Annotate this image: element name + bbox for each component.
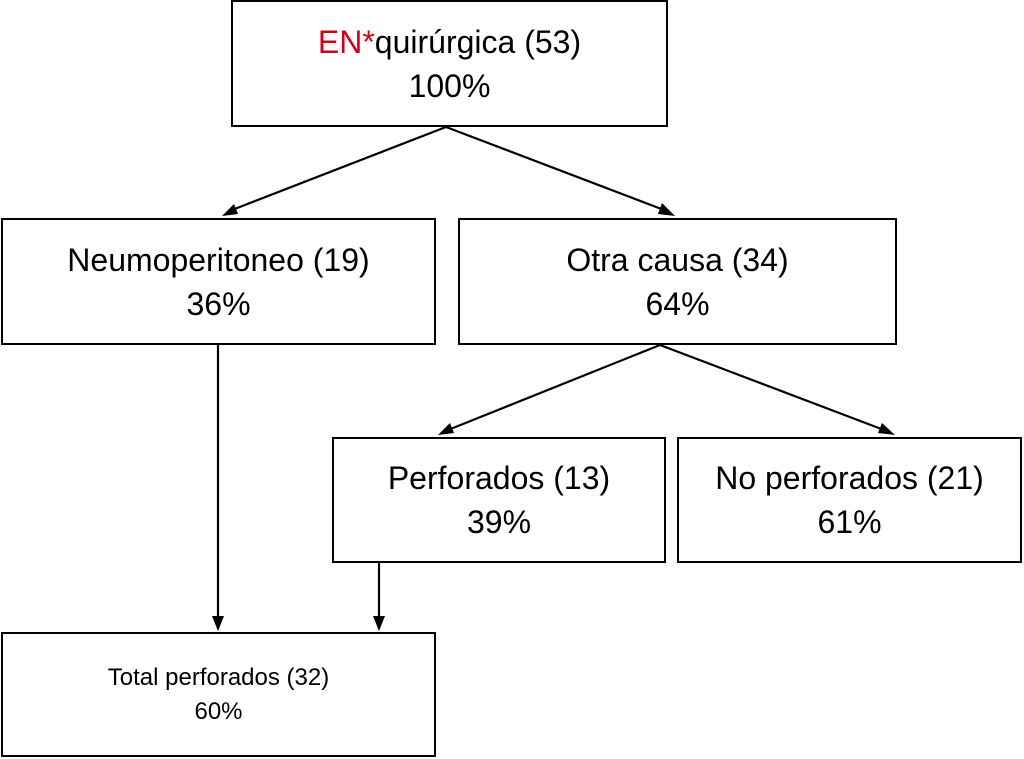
node-neumoperitoneo-percent: 36% [186,285,251,322]
node-total-perforados-label: Total perforados (32) [107,663,330,691]
arrowhead-total-left [212,616,224,631]
arrowhead-perforados [438,423,454,435]
node-en-prefix: EN* [317,23,375,60]
node-otra-causa-percent: 64% [645,285,710,322]
arrowhead-neumoperitoneo [222,204,238,216]
node-no-perforados: No perforados (21) 61% [677,437,1022,563]
arrowhead-total-right [373,616,385,631]
node-quirurgica-text: quirúrgica (53) [374,23,582,60]
node-neumoperitoneo: Neumoperitoneo (19) 36% [1,218,436,345]
arrowhead-no-perforados [878,423,895,435]
node-perforados: Perforados (13) 39% [332,437,666,563]
node-en-quirurgica-label: EN*quirúrgica (53) [318,20,581,64]
node-otra-causa-label: Otra causa (34) [566,241,789,278]
arrowhead-otra-causa [658,203,675,216]
edge-root-to-neumoperitoneo [231,125,447,212]
edge-otra-causa-to-perforados [447,343,661,432]
node-total-perforados-percent: 60% [194,697,243,725]
node-perforados-label: Perforados (13) [387,460,611,496]
node-no-perforados-percent: 61% [817,504,882,540]
node-perforados-percent: 39% [466,504,532,540]
node-no-perforados-label: No perforados (21) [715,460,984,496]
edge-otra-causa-to-no-perforados [659,343,885,432]
node-total-perforados: Total perforados (32) 60% [1,632,436,757]
node-neumoperitoneo-label: Neumoperitoneo (19) [67,241,370,278]
node-en-quirurgica-percent: 100% [408,67,491,104]
edge-root-to-otra-causa [445,125,665,212]
node-en-quirurgica: EN*quirúrgica (53) 100% [231,0,668,127]
node-otra-causa: Otra causa (34) 64% [458,218,897,345]
